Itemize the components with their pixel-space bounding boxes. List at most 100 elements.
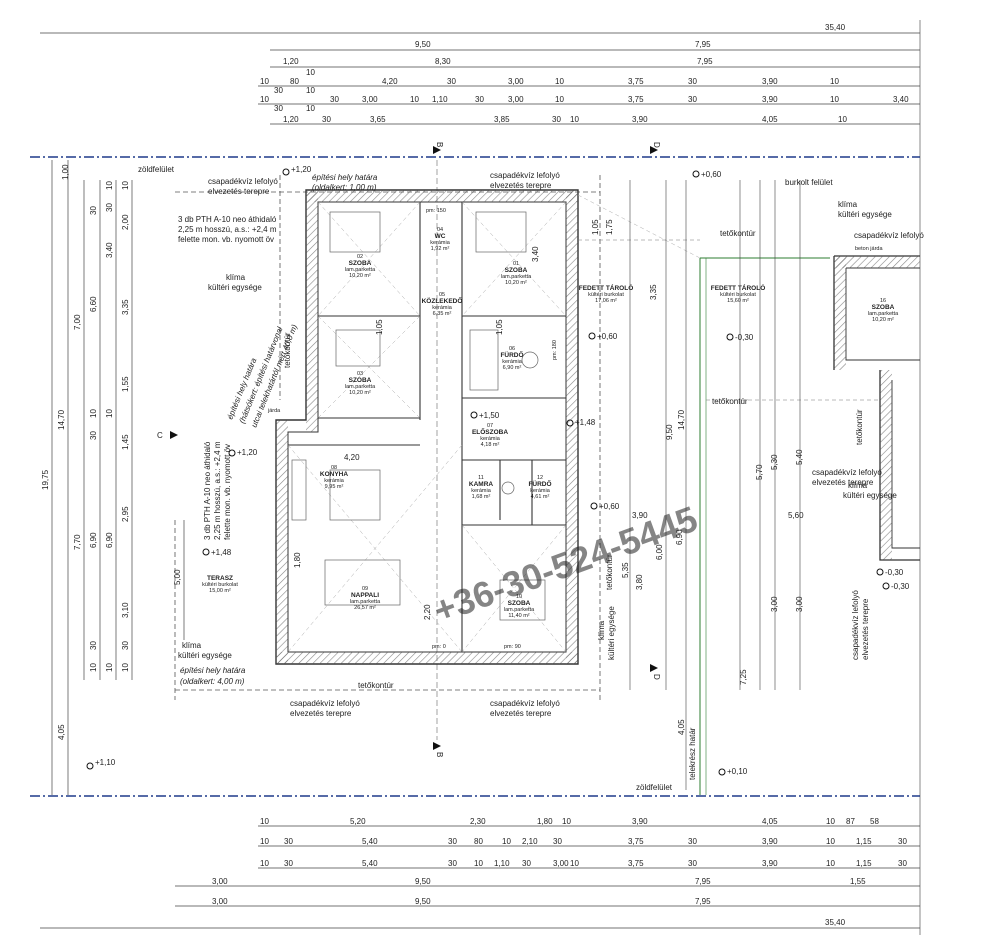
room-diagonals [287, 201, 567, 653]
svg-text:1,20: 1,20 [283, 115, 299, 124]
svg-text:3,00: 3,00 [362, 95, 378, 104]
svg-text:10: 10 [260, 77, 269, 86]
svg-text:(oldalkert: 1,00 m): (oldalkert: 1,00 m) [312, 183, 377, 192]
svg-text:5,40: 5,40 [362, 859, 378, 868]
svg-text:3,90: 3,90 [762, 77, 778, 86]
svg-text:3,90: 3,90 [632, 817, 648, 826]
svg-text:30: 30 [898, 837, 907, 846]
svg-text:30: 30 [330, 95, 339, 104]
svg-text:10: 10 [516, 594, 522, 600]
svg-text:NAPPALI: NAPPALI [351, 592, 379, 599]
svg-text:3,00: 3,00 [212, 897, 228, 906]
svg-text:6,00: 6,00 [655, 544, 664, 560]
svg-text:10: 10 [306, 68, 315, 77]
svg-text:7,25: 7,25 [739, 669, 748, 685]
svg-text:kültéri egysége: kültéri egysége [178, 651, 232, 660]
svg-text:klíma: klíma [848, 481, 868, 490]
svg-text:4,61 m²: 4,61 m² [531, 494, 550, 500]
svg-text:kerámia: kerámia [324, 478, 345, 484]
svg-text:KÖZLEKEDŐ: KÖZLEKEDŐ [422, 296, 463, 305]
svg-text:+0,10: +0,10 [727, 767, 748, 776]
svg-text:87: 87 [846, 817, 855, 826]
svg-text:pm: 0: pm: 0 [432, 644, 446, 650]
svg-text:30: 30 [89, 431, 98, 440]
svg-text:6,60: 6,60 [89, 296, 98, 312]
svg-text:10: 10 [260, 859, 269, 868]
svg-text:3,40: 3,40 [893, 95, 909, 104]
svg-text:3 db PTH A-10 neo áthidaló: 3 db PTH A-10 neo áthidaló [203, 441, 212, 540]
svg-text:30: 30 [89, 641, 98, 650]
svg-text:1,05: 1,05 [495, 319, 504, 335]
svg-text:14,70: 14,70 [57, 409, 66, 430]
svg-text:3,80: 3,80 [635, 574, 644, 590]
svg-text:05: 05 [439, 292, 445, 298]
svg-text:klíma: klíma [838, 200, 858, 209]
left-dimension-lines [51, 160, 185, 795]
svg-text:5,40: 5,40 [795, 449, 804, 465]
svg-text:3,75: 3,75 [628, 837, 644, 846]
svg-text:3,00: 3,00 [508, 77, 524, 86]
svg-text:kültéri egysége: kültéri egysége [838, 210, 892, 219]
svg-text:30: 30 [105, 203, 114, 212]
svg-text:5,40: 5,40 [362, 837, 378, 846]
svg-text:-0,30: -0,30 [885, 568, 904, 577]
furniture [291, 211, 546, 621]
svg-text:+1,20: +1,20 [291, 165, 312, 174]
svg-text:elvezetés terepre: elvezetés terepre [861, 598, 870, 660]
svg-text:30: 30 [121, 641, 130, 650]
svg-text:2,25 m hosszú, a.s.: +2,4 m: 2,25 m hosszú, a.s.: +2,4 m [213, 441, 222, 540]
svg-text:01: 01 [513, 261, 519, 267]
svg-text:30: 30 [898, 859, 907, 868]
svg-text:80: 80 [474, 837, 483, 846]
svg-text:lam.parketta: lam.parketta [345, 267, 376, 273]
svg-text:kerámia: kerámia [502, 359, 523, 365]
svg-text:burkolt felület: burkolt felület [785, 178, 833, 187]
svg-text:10: 10 [89, 663, 98, 672]
svg-text:SZOBA: SZOBA [508, 600, 531, 607]
svg-text:04: 04 [437, 227, 443, 233]
svg-text:elvezetés terepre: elvezetés terepre [812, 478, 874, 487]
svg-text:kerámia: kerámia [471, 488, 492, 494]
svg-text:3,65: 3,65 [370, 115, 386, 124]
svg-text:30: 30 [688, 77, 697, 86]
svg-text:10: 10 [570, 859, 579, 868]
svg-text:10: 10 [830, 77, 839, 86]
svg-text:10,20 m²: 10,20 m² [349, 390, 371, 396]
svg-text:3,75: 3,75 [628, 859, 644, 868]
svg-text:6,90: 6,90 [105, 532, 114, 548]
svg-text:10: 10 [502, 837, 511, 846]
right-vertical-dimensions [629, 180, 801, 790]
svg-text:10: 10 [121, 663, 130, 672]
svg-text:6,90: 6,90 [89, 532, 98, 548]
svg-text:2,00: 2,00 [121, 214, 130, 230]
svg-text:(oldalkert: 4,00 m): (oldalkert: 4,00 m) [180, 677, 245, 686]
svg-text:kerámia: kerámia [430, 240, 451, 246]
svg-text:zöldfelület: zöldfelület [636, 783, 673, 792]
svg-text:10: 10 [562, 817, 571, 826]
svg-text:9,50: 9,50 [415, 877, 431, 886]
svg-text:4,20: 4,20 [344, 453, 360, 462]
svg-text:tetőkontúr: tetőkontúr [855, 409, 864, 445]
svg-text:10: 10 [410, 95, 419, 104]
svg-text:7,95: 7,95 [695, 897, 711, 906]
svg-text:kerámia: kerámia [480, 436, 501, 442]
svg-text:1,55: 1,55 [850, 877, 866, 886]
svg-text:1,10: 1,10 [432, 95, 448, 104]
svg-text:FÜRDŐ: FÜRDŐ [500, 350, 523, 359]
svg-text:zöldfelület: zöldfelület [138, 165, 175, 174]
svg-text:12: 12 [537, 475, 543, 481]
svg-text:30: 30 [688, 95, 697, 104]
svg-text:FEDETT TÁROLÓ: FEDETT TÁROLÓ [711, 283, 766, 292]
svg-text:6,90: 6,90 [675, 529, 684, 545]
svg-text:járda: járda [267, 408, 281, 414]
svg-text:10: 10 [105, 181, 114, 190]
svg-text:7,95: 7,95 [695, 40, 711, 49]
svg-text:+1,10: +1,10 [95, 758, 116, 767]
svg-text:2,95: 2,95 [121, 506, 130, 522]
svg-text:08: 08 [331, 465, 337, 471]
svg-text:KAMRA: KAMRA [469, 481, 493, 488]
svg-text:4,05: 4,05 [762, 115, 778, 124]
